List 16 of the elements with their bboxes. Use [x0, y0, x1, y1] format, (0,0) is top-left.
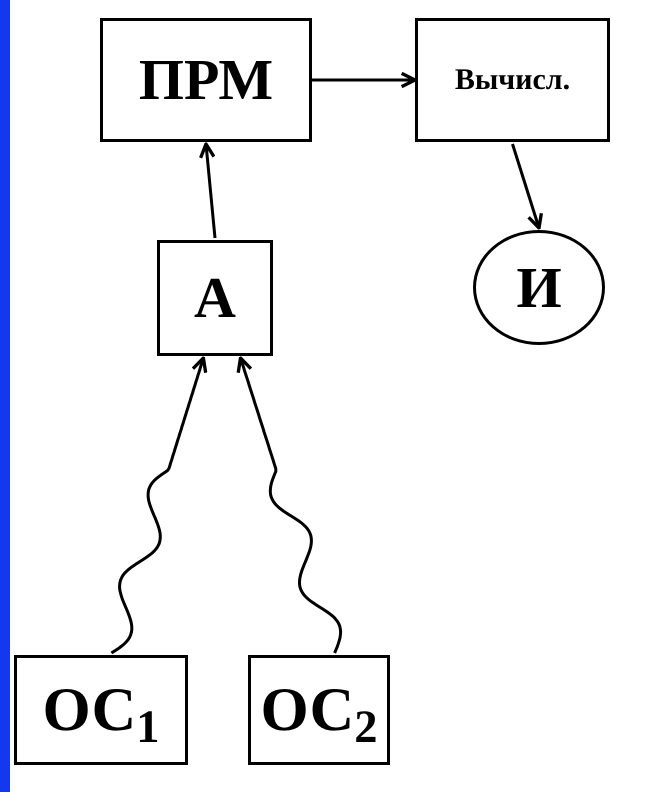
block-box: [157, 240, 273, 356]
wavy-arrow: [110, 356, 208, 654]
arrow: [198, 142, 216, 238]
block-box: [415, 18, 610, 142]
block-box: [14, 655, 188, 765]
arrow: [312, 72, 417, 88]
block-label: ОС$_{1}$: [42, 679, 160, 741]
block-label: А: [194, 269, 236, 327]
arrow: [511, 144, 544, 230]
wavy-arrow: [236, 356, 342, 654]
block-label: И: [516, 258, 562, 316]
block-box: [248, 655, 390, 765]
block-label: Вычисл.: [454, 65, 570, 95]
block-label: ОС$_{2}$: [260, 679, 378, 741]
block-box: [100, 18, 312, 142]
block-label: ПРМ: [138, 51, 274, 109]
